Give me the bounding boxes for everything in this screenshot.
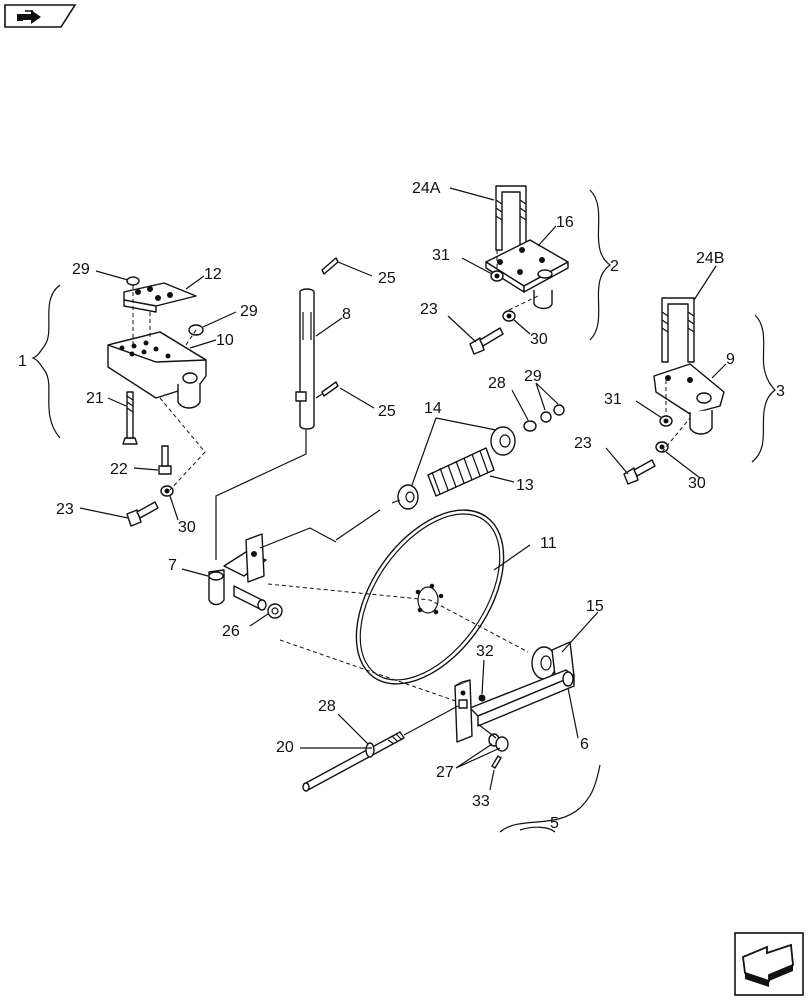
return-arrow-icon	[4, 4, 77, 28]
callout-28-rod: 28	[318, 698, 336, 715]
callout-24a: 24A	[412, 180, 441, 197]
callout-31-right: 31	[604, 391, 622, 408]
callout-7: 7	[168, 557, 177, 574]
bolt-23-right	[623, 459, 656, 485]
callout-24b: 24B	[696, 250, 724, 267]
group-2-brace	[589, 189, 611, 341]
group-2-plate-assembly	[469, 185, 611, 355]
callout-21: 21	[86, 390, 104, 407]
callout-1: 1	[18, 353, 27, 370]
callout-30-right: 30	[688, 475, 706, 492]
callout-11: 11	[540, 535, 557, 552]
bolt-22	[158, 445, 172, 475]
callout-13: 13	[516, 477, 534, 494]
nut-29-a	[540, 411, 552, 423]
washer-27-b	[495, 736, 509, 752]
spring-assembly	[335, 404, 565, 541]
callout-labels: 1 2 3 5 6 7 8 9 10 11 12 13 14 15 16 20 …	[18, 180, 785, 832]
leader-lines	[79, 187, 727, 791]
washer-28-rod	[365, 742, 375, 758]
pin-25-lower	[321, 381, 339, 397]
pin-33	[491, 755, 502, 769]
callout-30-left: 30	[178, 519, 196, 536]
callout-20: 20	[276, 739, 294, 756]
callout-16: 16	[556, 214, 574, 231]
rod-20	[302, 705, 497, 792]
group-1-bracket-assembly	[31, 276, 207, 527]
u-bolt-24b	[661, 297, 695, 363]
washer-26	[267, 603, 283, 619]
callout-10: 10	[216, 332, 234, 349]
callout-25-lower: 25	[378, 403, 396, 420]
callout-29-spring: 29	[524, 368, 542, 385]
callout-3: 3	[776, 383, 785, 400]
bracket-9	[653, 363, 725, 415]
bolt-21	[122, 391, 138, 445]
pin-25-top	[321, 257, 339, 275]
arm-6-hub-15	[454, 641, 575, 769]
group-3-bracket-assembly	[623, 297, 776, 485]
callout-23-center: 23	[420, 301, 438, 318]
back-button[interactable]	[3, 3, 77, 29]
callout-29-right: 29	[240, 303, 258, 320]
callout-23-right: 23	[574, 435, 592, 452]
callout-32: 32	[476, 643, 494, 660]
spring-13	[427, 447, 495, 497]
callout-23-left: 23	[56, 501, 74, 518]
callout-31-center: 31	[432, 247, 450, 264]
washer-14-left	[397, 484, 419, 510]
callout-22: 22	[110, 461, 128, 478]
nut-29-b	[553, 404, 565, 416]
callout-9: 9	[726, 351, 735, 368]
shaft-8	[295, 257, 339, 430]
callout-8: 8	[342, 306, 351, 323]
callout-33: 33	[472, 793, 490, 810]
callout-27: 27	[436, 764, 454, 781]
group-1-brace	[31, 284, 61, 439]
callout-6: 6	[580, 736, 589, 753]
bolt-23-center	[469, 327, 504, 355]
callout-29-top: 29	[72, 261, 90, 278]
washer-28	[523, 420, 537, 432]
bolt-23-left	[126, 501, 159, 527]
group-3-brace	[751, 314, 776, 463]
callout-12: 12	[204, 266, 222, 283]
callout-30-center: 30	[530, 331, 548, 348]
nut-29-top	[126, 276, 140, 286]
plate-12	[123, 282, 197, 307]
bolt-32	[478, 694, 486, 702]
u-bolt-24a	[495, 185, 527, 251]
callout-2: 2	[610, 258, 619, 275]
callout-15: 15	[586, 598, 604, 615]
group-5-brace	[499, 764, 601, 833]
callout-28-spring: 28	[488, 375, 506, 392]
disc-11	[267, 509, 529, 707]
next-page-arrow-icon	[734, 932, 804, 996]
next-page-button[interactable]	[733, 931, 805, 997]
mount-7	[208, 430, 337, 619]
callout-25-top: 25	[378, 270, 396, 287]
callout-5: 5	[550, 815, 559, 832]
washer-14-right	[490, 426, 516, 456]
callout-14: 14	[424, 400, 442, 417]
callout-26: 26	[222, 623, 240, 640]
